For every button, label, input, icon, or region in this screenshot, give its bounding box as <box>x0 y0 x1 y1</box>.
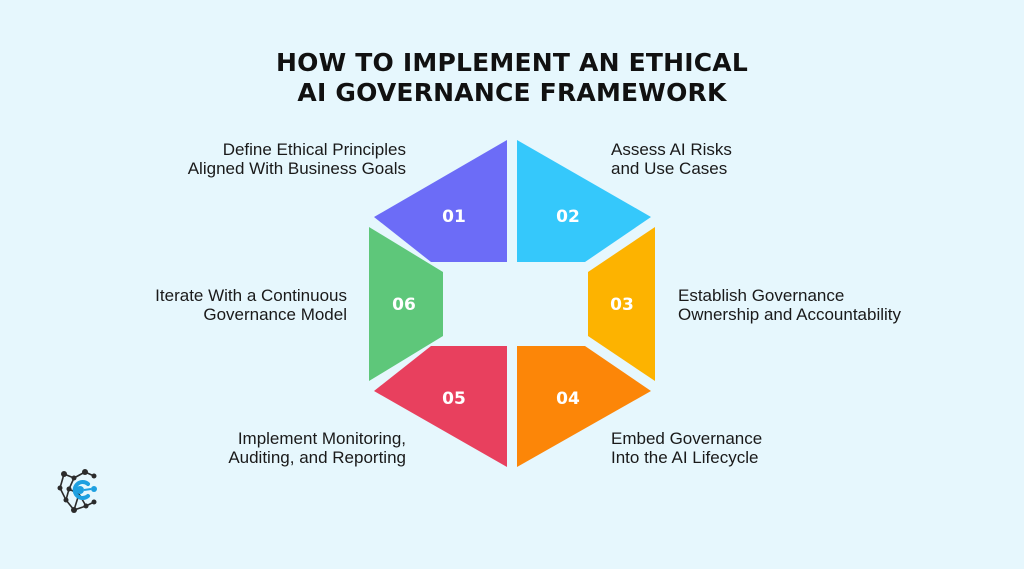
step-01-label: Define Ethical Principles Aligned With B… <box>188 140 406 178</box>
step-04-line-1: Embed Governance <box>611 429 763 448</box>
step-01-line-2: Aligned With Business Goals <box>187 159 406 178</box>
segment-02 <box>517 140 651 262</box>
step-02-line-1: Assess AI Risks <box>611 140 732 159</box>
segment-03-number: 03 <box>610 295 634 315</box>
step-03-line-1: Establish Governance <box>678 286 845 305</box>
segment-06-number: 06 <box>392 295 416 315</box>
segment-03 <box>588 227 655 381</box>
step-06-line-1: Iterate With a Continuous <box>155 286 347 305</box>
segment-04 <box>517 346 651 467</box>
page-title: HOW TO IMPLEMENT AN ETHICAL AI GOVERNANC… <box>0 48 1024 108</box>
segment-05 <box>374 346 507 467</box>
step-03-line-2: Ownership and Accountability <box>678 305 902 324</box>
step-03-label: Establish Governance Ownership and Accou… <box>678 286 901 324</box>
step-05-label: Implement Monitoring, Auditing, and Repo… <box>228 429 406 467</box>
step-01-line-1: Define Ethical Principles <box>222 140 406 159</box>
segment-05-number: 05 <box>442 389 466 409</box>
step-04-line-2: Into the AI Lifecycle <box>611 448 759 467</box>
step-05-line-2: Auditing, and Reporting <box>228 448 406 467</box>
step-05-line-1: Implement Monitoring, <box>237 429 406 448</box>
title-line-2: AI GOVERNANCE FRAMEWORK <box>297 78 727 107</box>
segment-01-number: 01 <box>442 207 466 227</box>
step-04-label: Embed Governance Into the AI Lifecycle <box>611 429 762 467</box>
segment-06 <box>369 227 443 381</box>
step-02-line-2: and Use Cases <box>611 159 728 178</box>
step-06-label: Iterate With a Continuous Governance Mod… <box>155 286 347 324</box>
network-c-logo-icon <box>57 469 97 513</box>
segment-01 <box>374 140 507 262</box>
segment-02-number: 02 <box>556 207 580 227</box>
step-02-label: Assess AI Risks and Use Cases <box>611 140 732 178</box>
title-line-1: HOW TO IMPLEMENT AN ETHICAL <box>276 48 748 77</box>
segment-04-number: 04 <box>556 389 580 409</box>
step-06-line-2: Governance Model <box>203 305 347 324</box>
